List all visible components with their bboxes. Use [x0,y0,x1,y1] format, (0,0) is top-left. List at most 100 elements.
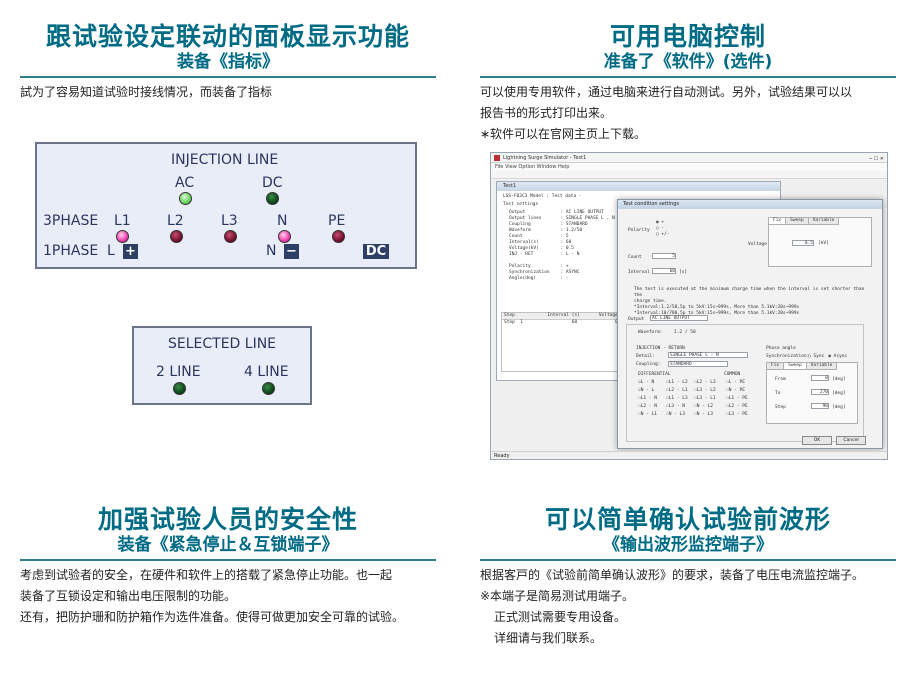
app-titlebar: Lightning Surge Simulator - Test1 ─ ☐ ✕ [491,153,887,163]
ac-label: AC [175,175,195,191]
checkbox-row: ☑L - N ☐L1 - L2 ☐L2 - L3 ☐L - PE [638,380,756,386]
panel-title: SELECTED LINE [168,336,277,352]
divider [480,76,896,78]
line-checkbox[interactable]: ☐N - L3 [694,412,713,417]
count-input[interactable]: 5 [652,253,676,259]
tab-sweep[interactable]: Sweep [784,363,807,370]
polarity-options[interactable]: ◉ +○ -○ +/- [656,220,670,238]
dc-badge: DC [363,244,389,259]
detail-select[interactable]: SINGLE PHASE L - N [668,352,748,358]
step-input[interactable]: 90 [811,403,829,409]
2line-indicator [173,382,186,395]
section-body: 試为了容易知道试验时接线情况，而装备了指标 [20,85,273,99]
line-checkbox[interactable]: ☐L3 - L1 [694,396,716,401]
app-icon [494,155,500,161]
section-panel-display: 跟试验设定联动的面板显示功能 装备《指标》 試为了容易知道试验时接线情况，而装备… [20,22,436,103]
line-checkbox[interactable]: ☐N - L3 [666,412,685,417]
settings-line: Output : AC LINE OUTPUT [509,210,604,215]
line-checkbox[interactable]: ☑N - L [638,388,655,393]
dc-label: DC [262,175,283,191]
line-checkbox[interactable]: ☐L2 - L3 [694,380,716,385]
pe-label: PE [328,213,346,229]
settings-line: Interval(s) : 60 [509,240,572,245]
checkbox-row: ☐L1 - N ☐L1 - L3 ☐L3 - L1 ☐L1 - PE [638,396,756,402]
from-input[interactable]: 0 [811,375,829,381]
pe-indicator [332,230,345,243]
output-group [626,324,864,442]
line-checkbox[interactable]: ☐L1 - L3 [666,396,688,401]
line-checkbox[interactable]: ☐L3 - N [666,404,685,409]
tab-fix[interactable]: Fix [769,218,787,225]
app-menubar: File View Option Window Help [491,163,887,171]
section-body: 根据客戸的《试验前简单确认波形》的要求，装备了电压电流监控端子。 ※本端子是简易… [480,568,865,645]
to-input[interactable]: 270 [811,389,829,395]
settings-line: Angle(deg) : - [509,276,569,281]
l-label: L [107,243,115,259]
app-toolbar [491,171,887,179]
section-title: 跟试验设定联动的面板显示功能 [45,22,410,51]
checkbox-row: ☐L2 - N ☐L3 - N ☐N - L2 ☐L2 - PE [638,404,756,410]
test-condition-dialog: Test condition settings Polarity ◉ +○ -○… [617,199,883,449]
voltage-input[interactable]: 0.5 [792,240,814,246]
l1-label: L1 [114,213,131,229]
line-checkbox[interactable]: ☑L - N [638,380,655,385]
polarity-radio[interactable]: ◉ + [656,220,665,225]
line-checkbox[interactable]: ☐L2 - PE [726,404,748,409]
line-checkbox[interactable]: ☐N - L2 [694,404,713,409]
line-checkbox[interactable]: ☐L1 - PE [726,396,748,401]
section-title: 可以简单确认试验前波形 [544,505,831,534]
panel-title: INJECTION LINE [171,152,279,168]
polarity-radio[interactable]: ○ - [656,226,665,231]
section-title: 加强试验人员的安全性 [97,505,358,534]
section-subtitle: 装备《指标》 [177,52,279,72]
line-checkbox[interactable]: ☐L1 - N [638,396,657,401]
interval-note: The test is executed at the minimum char… [634,287,865,316]
section-subtitle: 《输出波形监控端子》 [603,535,773,555]
ac-indicator [179,192,192,205]
line-checkbox[interactable]: ☐L2 - L1 [666,388,688,393]
window-controls: ─ ☐ ✕ [869,156,884,162]
l2-indicator [170,230,183,243]
coupling-select[interactable]: STANDARD [668,361,728,367]
sync-radio[interactable]: ◉ Async [828,354,848,359]
line-checkbox[interactable]: ☐L1 - L2 [666,380,688,385]
output-select[interactable]: AC LINE OUTPUT [650,315,708,321]
line-checkbox[interactable]: ☐N - L1 [638,412,657,417]
section-safety: 加强试验人员的安全性 装备《紧急停止＆互锁端子》 考虑到试验者的安全，在硬件和软… [20,505,436,628]
dc-indicator [266,192,279,205]
software-screenshot: Lightning Surge Simulator - Test1 ─ ☐ ✕ … [490,152,888,460]
status-bar: Ready [491,451,887,459]
tab-variable[interactable]: Variable [808,218,840,225]
settings-line: Count : 5 [509,234,569,239]
sync-radio[interactable]: ○ Sync [808,354,825,359]
sync-options[interactable]: ○ Sync◉ Async [808,354,847,360]
line-checkbox[interactable]: ☐L2 - N [638,404,657,409]
interval-input[interactable]: 60 [652,268,676,274]
n-label-1phase: N [266,243,277,259]
line-checkbox[interactable]: ☐L - PE [726,380,745,385]
section-pc-control: 可用电脑控制 准备了《软件》(选件) 可以使用专用软件，通过电脑来进行自动测试。… [480,22,896,145]
test-window-titlebar: Test1 [497,182,780,191]
section-body: 可以使用专用软件，通过电脑来进行自动测试。另外，试验结果可以以 报告书的形式打印… [480,85,853,141]
cancel-button[interactable]: Cancel [836,436,866,445]
section-body: 考虑到试验者的安全，在硬件和软件上的搭载了紧急停止功能。也一起 装备了互锁设定和… [20,568,405,624]
tab-sweep[interactable]: Sweep [786,218,809,225]
line-checkbox[interactable]: ☐L3 - L2 [694,388,716,393]
polarity-radio[interactable]: ○ +/- [656,232,670,237]
divider [480,559,896,561]
section-waveform-monitor: 可以简单确认试验前波形 《输出波形监控端子》 根据客戸的《试验前简单确认波形》的… [480,505,896,649]
section-subtitle: 准备了《软件》(选件) [603,52,773,72]
divider [20,559,436,561]
l3-indicator [224,230,237,243]
tab-variable[interactable]: Variable [806,363,838,370]
ok-button[interactable]: OK [802,436,832,445]
4line-indicator [262,382,275,395]
line-checkbox[interactable]: ☐N - PE [726,388,745,393]
tab-fix[interactable]: Fix [767,363,785,370]
settings-line: Synchronization : ASYNC [509,270,580,275]
line-checkbox[interactable]: ☐L3 - PE [726,412,748,417]
3phase-label: 3PHASE [43,213,99,229]
section-title: 可用电脑控制 [609,22,766,51]
